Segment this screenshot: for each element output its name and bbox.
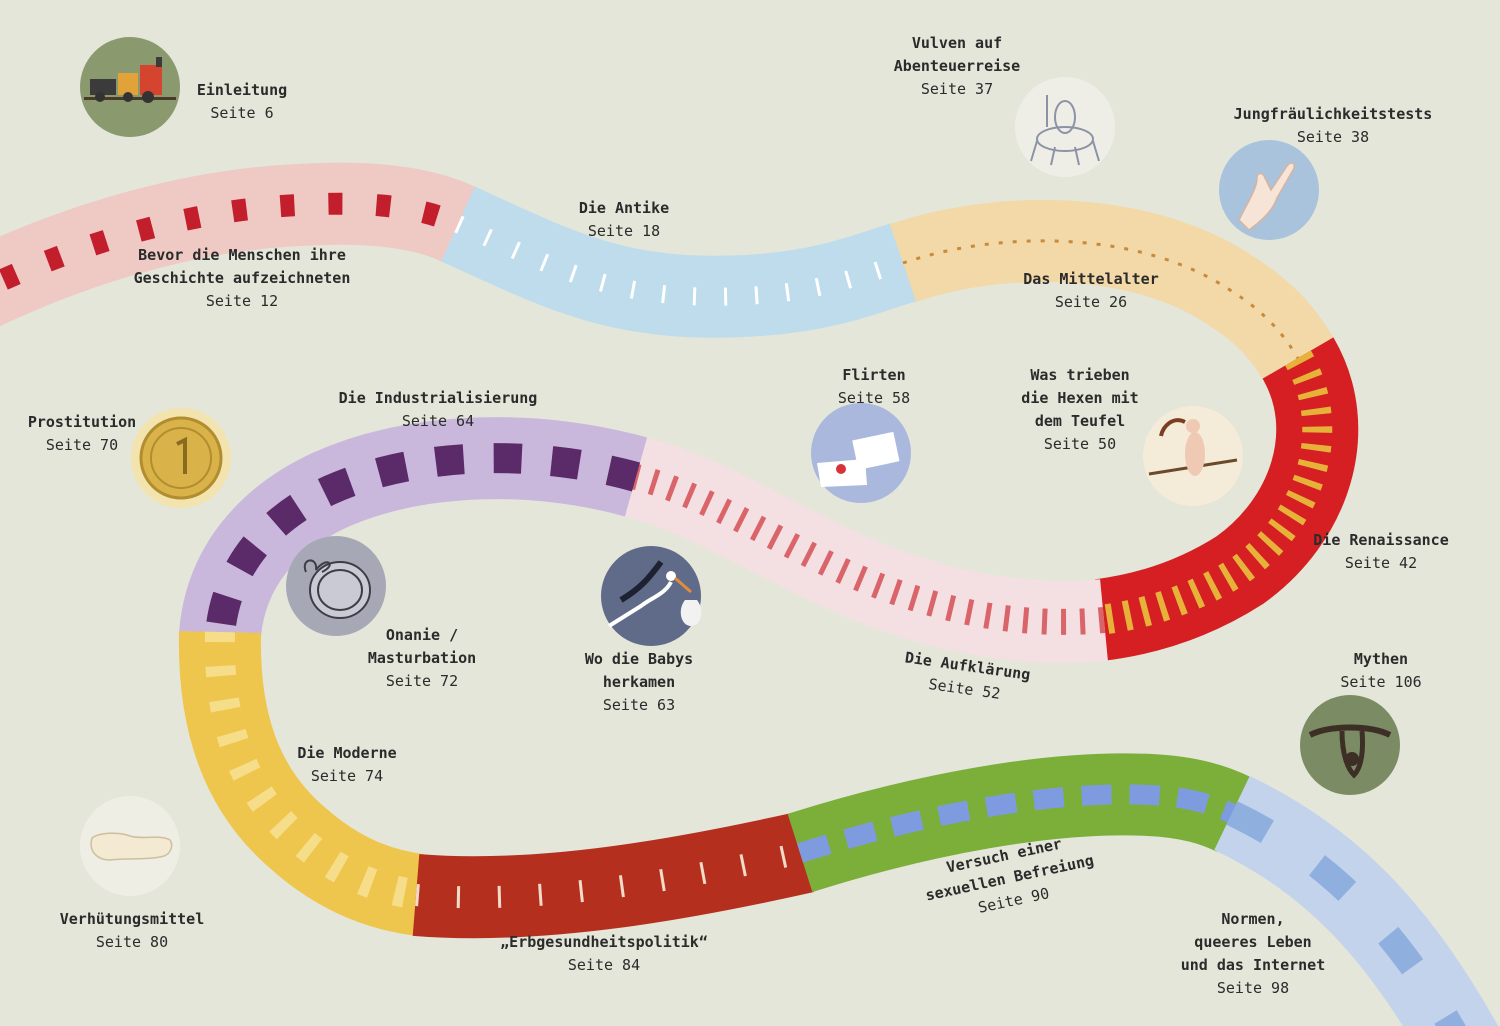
chapter-normen[interactable]: Normen, queeres Leben und das Internet S… [1170, 908, 1336, 1000]
illustration-mythen [1300, 695, 1400, 795]
illustration-babys [601, 546, 702, 646]
illustration-onanie [286, 536, 386, 636]
chapter-title: Verhütungsmittel [59, 910, 205, 928]
love-letter-icon [817, 431, 900, 487]
hand-icon [1238, 162, 1296, 231]
chapter-babys[interactable]: Wo die Babys herkamen Seite 63 [574, 648, 704, 717]
chapter-page: Seite 106 [1340, 673, 1422, 691]
chapter-title: Die Moderne [297, 744, 397, 762]
condom-icon [90, 832, 173, 861]
chapter-page: Seite 6 [210, 104, 274, 122]
chapter-title: und das Internet [1180, 956, 1326, 974]
chapter-title: Wo die Babys [584, 650, 694, 668]
chapter-title: queeres Leben [1194, 933, 1312, 951]
chapter-page: Seite 42 [1344, 554, 1418, 572]
chapter-page: Seite 26 [1054, 293, 1128, 311]
chapter-title: Flirten [842, 366, 906, 384]
road-renaissance-pattern [1098, 350, 1333, 635]
road-internet [1213, 776, 1499, 1026]
chapter-mythen[interactable]: Mythen Seite 106 [1326, 648, 1436, 694]
chapter-title: Bevor die Menschen ihre [138, 246, 346, 264]
illustration-jungfrau [1219, 140, 1319, 240]
chapter-title: Prostitution [27, 413, 137, 431]
chapter-onanie[interactable]: Onanie / Masturbation Seite 72 [354, 624, 490, 693]
chapter-page: Seite 64 [401, 412, 475, 430]
chastity-belt-icon [1308, 724, 1392, 779]
chapter-title: „Erbgesundheitspolitik“ [500, 933, 708, 951]
chapter-title: dem Teufel [1034, 412, 1126, 430]
chapter-title: die Hexen mit [1021, 389, 1139, 407]
road-antike-pattern [454, 215, 908, 306]
chapter-industrialisierung[interactable]: Die Industrialisierung Seite 64 [336, 387, 540, 433]
chapter-antike[interactable]: Die Antike Seite 18 [564, 197, 684, 243]
illustration-einleitung [80, 37, 180, 137]
road-industrialisierung-pattern [205, 443, 641, 637]
chapter-flirten[interactable]: Flirten Seite 58 [824, 364, 924, 410]
road-aufklaerung-pattern [628, 463, 1106, 635]
road-erbgesundheit [412, 811, 814, 939]
chapter-title: Normen, [1221, 910, 1285, 928]
chapter-renaissance[interactable]: Die Renaissance Seite 42 [1306, 529, 1456, 575]
chapter-verhuetung[interactable]: Verhütungsmittel Seite 80 [50, 908, 214, 954]
chapter-page: Seite 70 [45, 436, 119, 454]
chapter-prostitution[interactable]: Prostitution Seite 70 [20, 411, 144, 457]
chapter-vulven[interactable]: Vulven auf Abenteuerreise Seite 37 [880, 32, 1034, 101]
chapter-page: Seite 84 [567, 956, 641, 974]
chapter-title: Was trieben [1030, 366, 1130, 384]
stork-icon [607, 560, 702, 628]
chapter-title: Abenteuerreise [893, 57, 1021, 75]
chapter-title: herkamen [602, 673, 676, 691]
chapter-title: Die Renaissance [1313, 531, 1449, 549]
chapter-einleitung[interactable]: Einleitung Seite 6 [184, 79, 300, 125]
illustration-vulven [1015, 77, 1115, 177]
witch-on-broom-icon [1148, 418, 1238, 476]
chapter-moderne[interactable]: Die Moderne Seite 74 [284, 742, 410, 788]
illustration-flirten [811, 403, 911, 503]
road-mittelalter [889, 199, 1336, 383]
illustration-prostitution [131, 408, 231, 508]
chapter-page: Seite 74 [310, 767, 384, 785]
chapter-title: Masturbation [367, 649, 477, 667]
train-icon [84, 57, 176, 103]
knight-rider-icon [1030, 95, 1100, 166]
chapter-page: Seite 98 [1216, 979, 1290, 997]
chapter-page: Seite 72 [385, 672, 459, 690]
chapter-title: Die Antike [578, 199, 670, 217]
chapter-title: Geschichte aufzeichneten [133, 269, 351, 287]
chapter-page: Seite 12 [205, 292, 279, 310]
chapter-title: Das Mittelalter [1023, 270, 1159, 288]
chapter-bevor[interactable]: Bevor die Menschen ihre Geschichte aufze… [116, 244, 368, 313]
chapter-hexen[interactable]: Was trieben die Hexen mit dem Teufel Sei… [1010, 364, 1150, 456]
road-moderne [178, 631, 426, 936]
road-prehistory [0, 162, 479, 327]
illustration-hexen [1143, 406, 1243, 506]
chapter-page: Seite 50 [1043, 435, 1117, 453]
road-industrialisierung [179, 417, 648, 640]
chapter-title: Jungfräulichkeitstests [1233, 105, 1433, 123]
coin-icon [139, 416, 223, 500]
lace-box-icon [303, 559, 371, 619]
chapter-page: Seite 63 [602, 696, 676, 714]
chapter-page: Seite 38 [1296, 128, 1370, 146]
illustration-verhuetung [80, 796, 180, 896]
chapter-page: Seite 80 [95, 933, 169, 951]
road-befreiung-pattern [796, 784, 1240, 863]
chapter-title: Onanie / [385, 626, 459, 644]
chapter-erbgesundheit[interactable]: „Erbgesundheitspolitik“ Seite 84 [496, 931, 712, 977]
chapter-mittelalter[interactable]: Das Mittelalter Seite 26 [1014, 268, 1168, 314]
chapter-page: Seite 58 [837, 389, 911, 407]
chapter-page: Seite 37 [920, 80, 994, 98]
chapter-title: Vulven auf [911, 34, 1003, 52]
chapter-title: Die Industrialisierung [338, 389, 538, 407]
chapter-title: Einleitung [196, 81, 288, 99]
chapter-jungfrau[interactable]: Jungfräulichkeitstests Seite 38 [1224, 103, 1442, 149]
chapter-page: Seite 18 [587, 222, 661, 240]
chapter-title: Mythen [1353, 650, 1409, 668]
